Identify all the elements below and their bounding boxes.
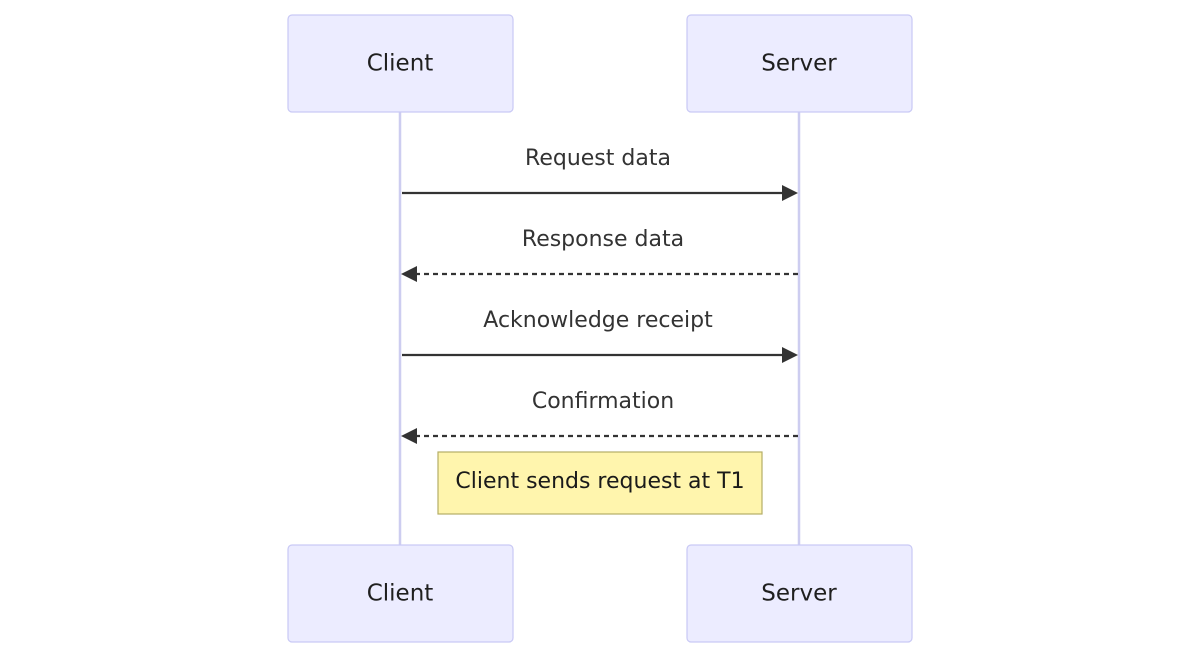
server-actor-bottom-label: Server (761, 581, 837, 607)
arrowhead-right-icon (782, 185, 798, 201)
server-actor-top: Server (686, 14, 913, 113)
server-actor-top-label: Server (761, 51, 837, 77)
client-actor-top: Client (287, 14, 514, 113)
client-actor-bottom: Client (287, 544, 514, 643)
server-actor-bottom: Server (686, 544, 913, 643)
message-request-data: Request data (402, 146, 798, 201)
note-text: Client sends request at T1 (455, 469, 744, 494)
client-actor-top-label: Client (367, 51, 434, 77)
arrowhead-left-icon (401, 266, 417, 282)
message-acknowledge-receipt: Acknowledge receipt (402, 308, 798, 363)
note: Client sends request at T1 (437, 451, 763, 515)
client-actor-bottom-label: Client (367, 581, 434, 607)
message-label: Response data (522, 227, 684, 252)
message-label: Acknowledge receipt (483, 308, 713, 333)
message-label: Request data (525, 146, 671, 171)
arrowhead-right-icon (782, 347, 798, 363)
message-response-data: Response data (401, 227, 798, 282)
arrowhead-left-icon (401, 428, 417, 444)
message-confirmation: Confirmation (401, 389, 798, 444)
message-label: Confirmation (532, 389, 674, 414)
